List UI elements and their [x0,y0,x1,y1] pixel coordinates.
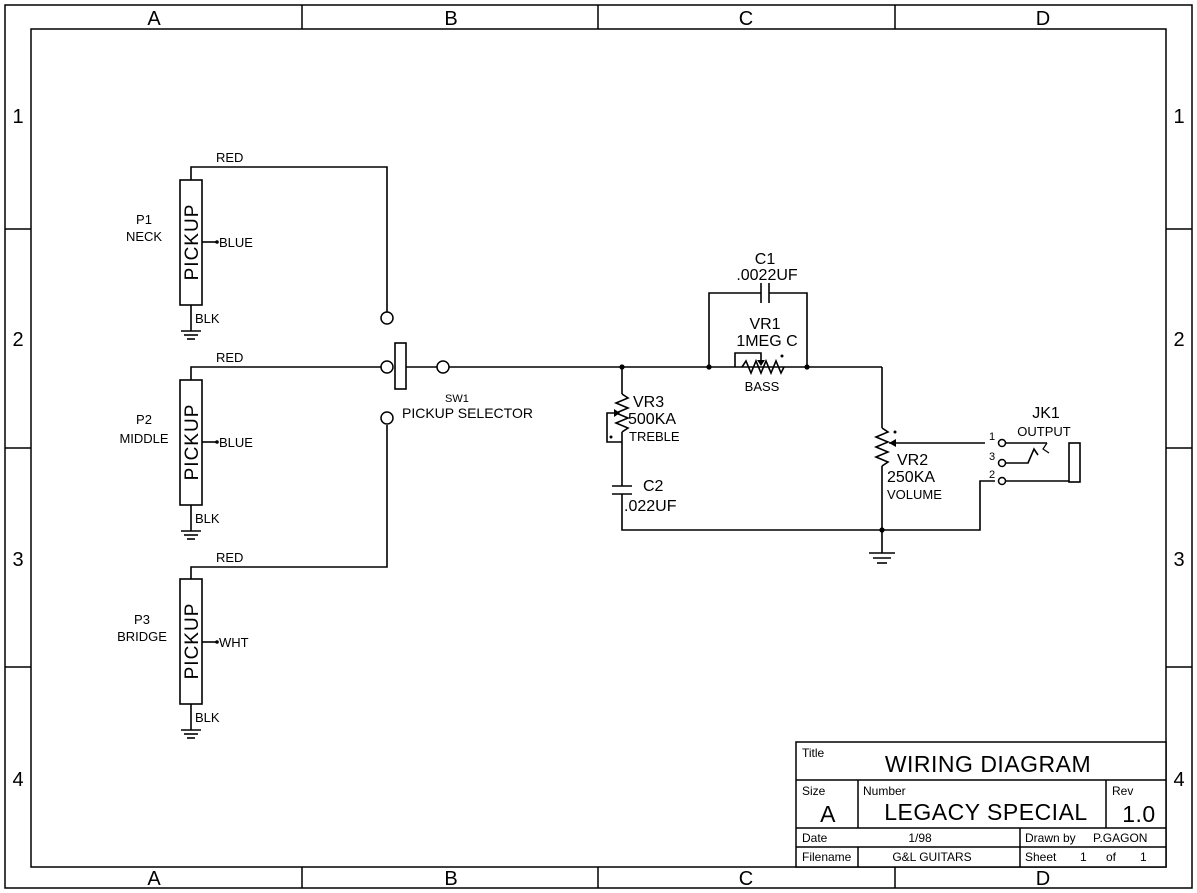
potentiometer-vr3: VR3 500KA TREBLE [606,367,680,486]
potentiometer-vr3-name: TREBLE [629,429,680,444]
switch-ref: SW1 [445,393,469,405]
row-label-right-4: 4 [1173,769,1184,791]
size-label: Size [802,784,826,798]
switch-terminal-bridge [380,411,394,425]
drawn-label: Drawn by [1025,831,1076,845]
pickup-p3-ref: P3 [134,612,150,627]
capacitor-c1-ref: C1 [755,251,776,268]
potentiometer-vr2-value: 250KA [887,469,935,486]
title-value: WIRING DIAGRAM [885,751,1091,777]
pickup-p2-ground-label: BLK [195,511,220,526]
drawn-value: P.GAGON [1093,831,1147,845]
switch-name: PICKUP SELECTOR [402,405,533,421]
rev-value: 1.0 [1122,801,1155,827]
col-label-top-d: D [1036,8,1050,30]
jack-pin-3: 3 [989,451,995,463]
col-label-top-b: B [444,8,457,30]
row-label-left-2: 2 [12,329,23,351]
title-block: Title WIRING DIAGRAM Size A Number LEGAC… [795,741,1167,868]
pickup-p2: PICKUP RED BLUE BLK P2 MIDDLE [119,350,387,540]
filename-value: G&L GUITARS [892,850,971,864]
pickup-p2-hot-label: RED [216,350,243,365]
pickup-p3: PICKUP RED WHT BLK P3 BRIDGE [117,425,388,739]
filename-label: Filename [802,850,852,864]
switch-terminal-common [436,360,450,374]
potentiometer-vr1-value: 1MEG C [736,333,797,350]
pickup-p1-hot-label: RED [216,150,243,165]
row-label-left-1: 1 [12,106,23,128]
pickup-p2-ref: P2 [136,412,152,427]
switch-terminal-neck [380,311,394,325]
pickup-p1-ref: P1 [136,212,152,227]
pickup-p1-position: NECK [126,229,162,244]
capacitor-c2: C2 .022UF [612,478,882,531]
pickup-p1-body-label: PICKUP [182,204,203,281]
rev-label: Rev [1112,784,1133,798]
of-value: 1 [1140,850,1147,864]
output-jack-ref: JK1 [1032,405,1060,422]
pickup-p3-body-label: PICKUP [182,603,203,680]
row-label-right-1: 1 [1173,106,1184,128]
pickup-p2-tap-label: BLUE [219,435,253,450]
pickup-p3-ground-label: BLK [195,710,220,725]
capacitor-c1-value: .0022UF [736,267,798,284]
col-label-top-a: A [147,8,161,30]
date-value: 1/98 [908,831,932,845]
sheet-value: 1 [1080,850,1087,864]
pickup-selector-switch: SW1 PICKUP SELECTOR [380,311,533,425]
potentiometer-vr1-ref: VR1 [749,316,780,333]
potentiometer-vr3-value: 500KA [628,411,676,428]
potentiometer-vr3-ref: VR3 [633,394,664,411]
number-label: Number [863,784,906,798]
row-label-left-3: 3 [12,549,23,571]
col-label-bottom-d: D [1036,868,1050,890]
col-label-bottom-b: B [444,868,457,890]
potentiometer-vr2-ref: VR2 [897,452,928,469]
output-jack-name: OUTPUT [1017,424,1071,439]
pickup-p3-position: BRIDGE [117,629,167,644]
potentiometer-vr1-name: BASS [745,379,780,394]
potentiometer-vr1: VR1 1MEG C BASS [734,316,798,394]
switch-terminal-middle [380,360,394,374]
jack-pin-2: 2 [989,469,995,481]
pickup-p3-hot-label: RED [216,550,243,565]
pickup-p2-position: MIDDLE [119,431,168,446]
col-label-top-c: C [739,8,753,30]
date-label: Date [802,831,828,845]
jack-sleeve [1068,442,1081,483]
pickup-p1-tap-label: BLUE [219,235,253,250]
capacitor-c2-ref: C2 [643,478,664,495]
title-label: Title [802,746,825,760]
capacitor-c1: C1 .0022UF [708,251,808,367]
pickup-p1: PICKUP RED BLUE BLK P1 NECK [126,150,388,340]
pickup-p2-body-label: PICKUP [182,404,203,481]
switch-lever [394,342,407,390]
output-jack-jk1: 1 3 2 JK1 OUTPUT [882,405,1081,531]
of-label: of [1106,850,1117,864]
row-label-right-3: 3 [1173,549,1184,571]
pickup-p3-tap-label: WHT [219,635,249,650]
capacitor-c2-value: .022UF [624,498,677,515]
row-label-left-4: 4 [12,769,23,791]
size-value: A [820,801,836,827]
jack-pin-1: 1 [989,431,995,443]
drawing-frame [4,4,1193,889]
potentiometer-vr2: VR2 250KA VOLUME [869,367,985,564]
col-label-bottom-a: A [147,868,161,890]
col-label-bottom-c: C [739,868,753,890]
number-value: LEGACY SPECIAL [884,799,1087,825]
potentiometer-vr2-name: VOLUME [887,487,942,502]
row-label-right-2: 2 [1173,329,1184,351]
sheet-label: Sheet [1025,850,1057,864]
pickup-p1-ground-label: BLK [195,311,220,326]
